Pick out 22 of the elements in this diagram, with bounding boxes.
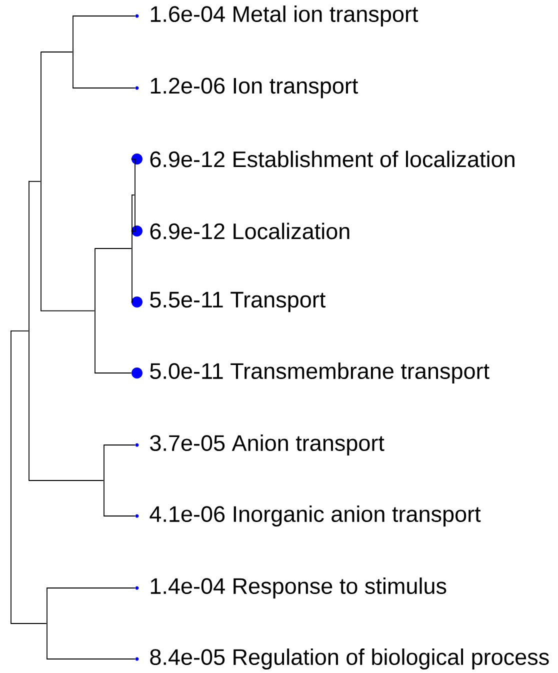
leaf-label: 1.4e-04 Response to stimulus — [150, 578, 446, 598]
leaf-label: 6.9e-12 Establishment of localization — [150, 150, 514, 168]
tree-branch — [10, 623, 47, 624]
tree-branch — [104, 444, 136, 446]
tree-branch — [94, 248, 132, 249]
leaf-label: 5.5e-11 Transport — [150, 292, 326, 312]
leaf-label: 4.1e-06 Inorganic anion transport — [150, 506, 481, 526]
tree-branch — [130, 230, 136, 232]
tree-branch — [46, 658, 136, 660]
tree-branch — [40, 310, 95, 312]
leaf-label: 1.2e-06 Ion transport — [150, 78, 358, 98]
tree-branch — [28, 180, 41, 182]
tree-branch — [132, 194, 135, 196]
tree-branch — [94, 372, 132, 374]
tree-branch — [130, 158, 136, 160]
leaf-label: 6.9e-12 Localization — [150, 222, 350, 240]
tree-branch — [10, 330, 29, 332]
leaf-label: 5.0e-11 Transmembrane transport — [150, 362, 490, 384]
tree-branch — [28, 480, 104, 481]
leaf-label: 8.4e-05 Regulation of biological process — [150, 648, 549, 670]
leaf-label: 3.7e-05 Anion transport — [150, 434, 384, 456]
leaf-label: 1.6e-04 Metal ion transport — [150, 6, 418, 26]
